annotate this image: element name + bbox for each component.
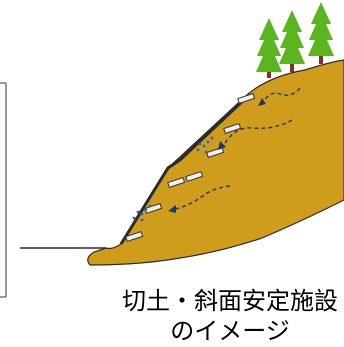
tree-icon: [308, 2, 334, 64]
caption-line-1: 切土・斜面安定施設: [122, 287, 338, 315]
anchor-block: [223, 122, 242, 134]
flow-arrowhead: [218, 141, 226, 150]
droplet: [210, 136, 214, 140]
droplet: [140, 218, 144, 222]
flow-arrowheads: [168, 98, 266, 213]
droplet: [198, 142, 202, 146]
flow-arrowhead: [258, 98, 266, 106]
flow-arrow: [221, 119, 293, 149]
droplet: [204, 150, 208, 154]
anchor-block: [125, 230, 144, 242]
flow-arrowhead: [168, 205, 176, 213]
tree-icon: [256, 18, 282, 78]
flow-arrow: [261, 87, 301, 105]
droplet: [140, 212, 144, 216]
droplet: [206, 140, 210, 144]
drainage-droplets: [132, 136, 214, 222]
anchor-blocks: [125, 92, 256, 242]
soil-mass: [87, 59, 344, 266]
anchor-block: [206, 146, 225, 158]
droplet: [132, 216, 136, 220]
droplet: [202, 144, 206, 148]
flow-arrows: [171, 87, 301, 211]
caption-line-2: のイメージ: [170, 317, 290, 345]
anchor-block: [185, 170, 204, 182]
tree-foliage: [256, 18, 282, 72]
diagram-caption: 切土・斜面安定施設 のイメージ: [110, 286, 344, 346]
cut-slope-face: [119, 94, 250, 245]
tree-foliage: [308, 2, 334, 56]
droplet: [196, 148, 200, 152]
flow-arrow: [171, 185, 231, 211]
droplet: [148, 204, 152, 208]
droplet: [136, 210, 140, 214]
tree-foliage: [279, 10, 305, 64]
anchor-block: [167, 176, 186, 188]
tree-icon: [279, 10, 305, 72]
droplet: [144, 208, 148, 212]
anchor-block: [237, 92, 256, 104]
